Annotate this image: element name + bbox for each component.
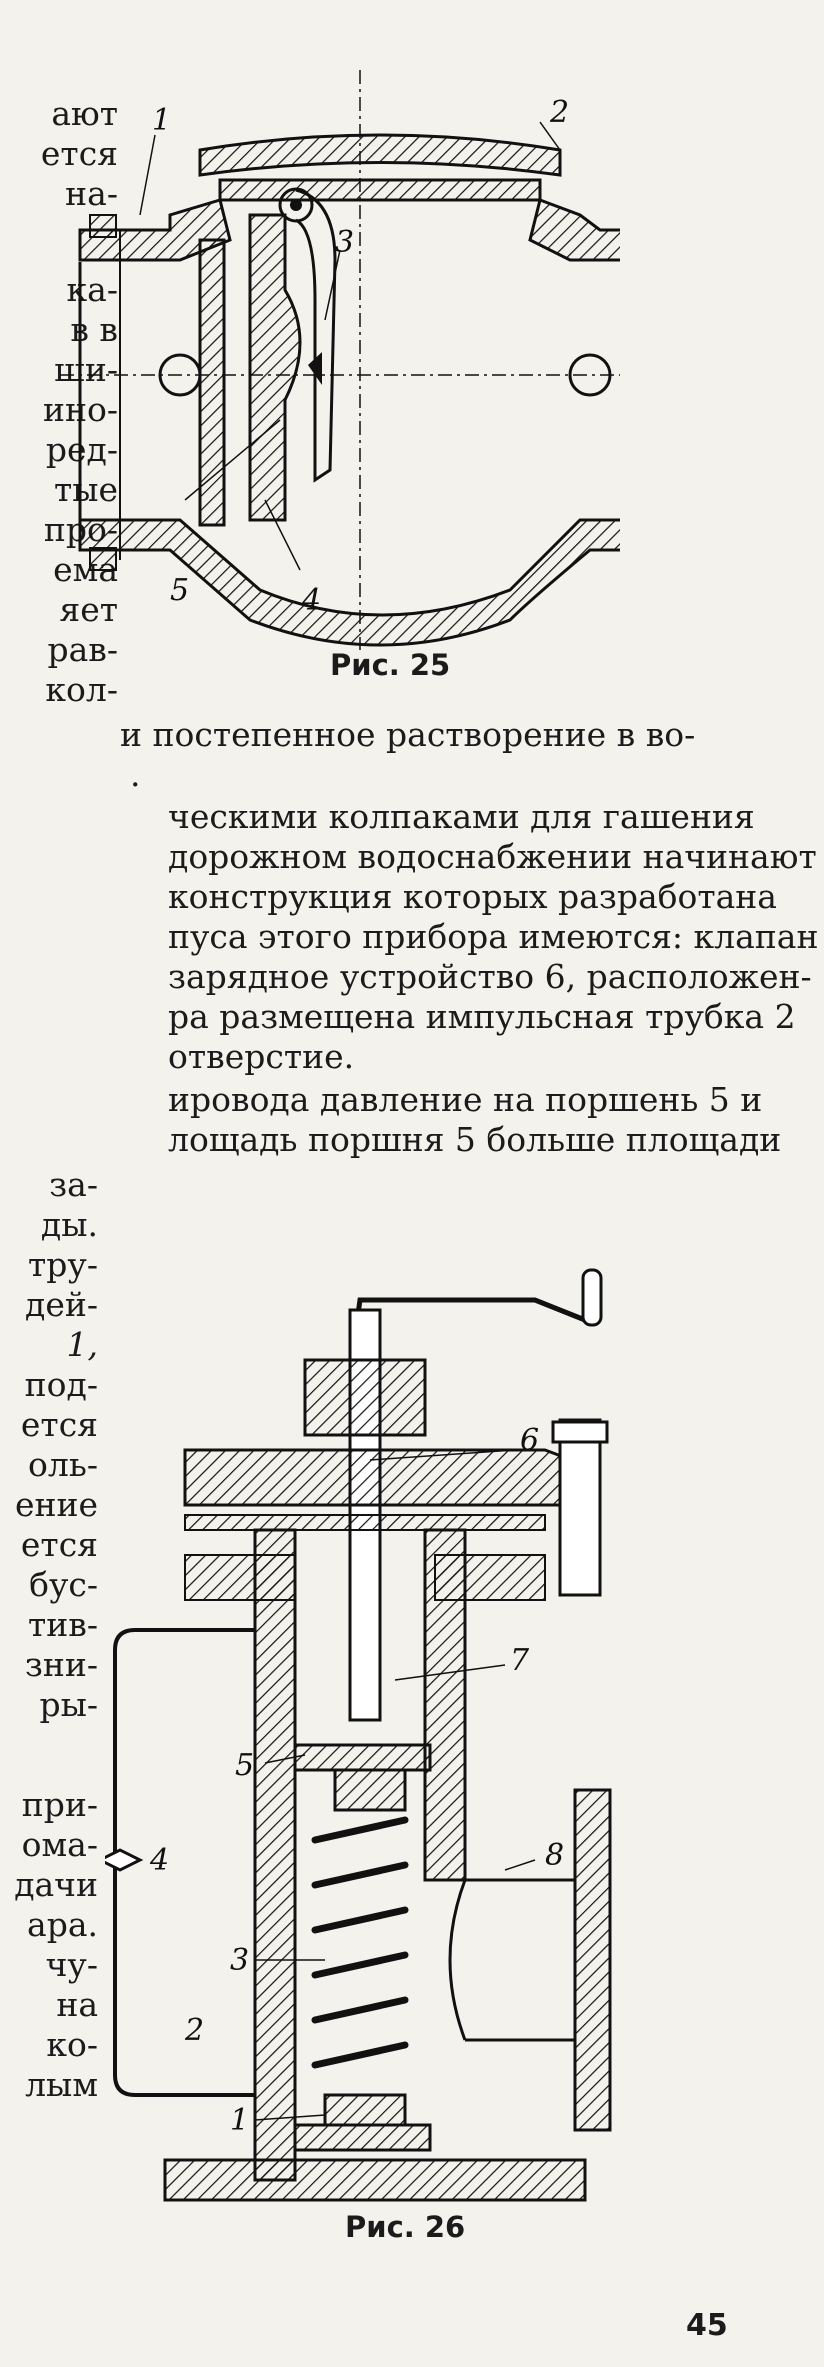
text-line: зарядное устройство 6, расположен- (168, 957, 812, 996)
text-line: лым (25, 2065, 98, 2104)
text-line: ара. (27, 1905, 98, 1944)
text-line: бус- (29, 1565, 98, 1604)
text-line: чу- (45, 1945, 98, 1984)
text-line: ется (20, 1405, 98, 1444)
text-line: зни- (24, 1645, 98, 1684)
valve-body-drawing (60, 70, 620, 650)
text-line: и постепенное растворение в во- (120, 715, 696, 754)
text-line: пуса этого прибора имеются: клапан (168, 917, 819, 956)
figure-label: 2 (549, 95, 569, 130)
text-line: оль- (28, 1445, 98, 1484)
text-line: отверстие. (168, 1037, 355, 1076)
text-line: ома- (21, 1825, 98, 1864)
text-line: ши- (54, 350, 118, 389)
figure-label: 5 (235, 1748, 254, 1783)
text-line: ется (40, 134, 118, 173)
figure-26: 6 7 5 8 4 3 2 1 (105, 1268, 612, 2202)
figure-label: 7 (510, 1643, 530, 1678)
text-line: ко- (46, 2025, 98, 2064)
figure-label: 8 (545, 1838, 564, 1873)
figure-label: 4 (301, 583, 321, 618)
text-line: кол- (45, 670, 118, 709)
text-line: ред- (45, 430, 118, 469)
text-line: ческими колпаками для гашения (168, 797, 755, 836)
page-number: 45 (686, 2308, 728, 2343)
text-line: . (130, 755, 141, 794)
text-line: дачи (14, 1865, 98, 1904)
text-line: тру- (28, 1245, 98, 1284)
text-line: дей- (25, 1285, 98, 1324)
text-line: ировода давление на поршень 5 и (168, 1080, 763, 1119)
figure-label: 4 (149, 1843, 169, 1878)
figure-label: 6 (520, 1423, 539, 1458)
text-line: в в (70, 310, 118, 349)
text-line: ают (51, 94, 118, 133)
text-line: при- (21, 1785, 98, 1824)
text-line: дорожном водоснабжении начинают (168, 837, 817, 876)
text-line: на- (65, 174, 118, 213)
text-line: рав- (47, 630, 118, 669)
text-line: тые (53, 470, 118, 509)
text-line: за- (49, 1165, 98, 1204)
figure-label: 5 (170, 573, 189, 608)
text-line: ется (20, 1525, 98, 1564)
figure-25: 1 2 3 4 5 (60, 70, 620, 650)
text-line: яет (59, 590, 118, 629)
text-line: ды. (40, 1205, 98, 1244)
text-line: 1, (66, 1325, 99, 1364)
text-line: конструкция которых разработана (168, 877, 777, 916)
figure-label: 2 (184, 2013, 204, 2048)
figure-label: 3 (335, 225, 354, 260)
text-line: под- (24, 1365, 98, 1404)
figure-26-caption: Рис. 26 (345, 2210, 466, 2244)
figure-label: 1 (230, 2103, 249, 2138)
text-line: лощадь поршня 5 больше площади (168, 1120, 782, 1159)
text-line: тив- (28, 1605, 98, 1644)
pressure-damper-drawing (105, 1268, 612, 2202)
figure-label: 1 (152, 103, 171, 138)
text-line: ра размещена импульсная трубка 2 (168, 997, 796, 1036)
figure-25-caption: Рис. 25 (330, 648, 451, 682)
text-line: на (56, 1985, 98, 2024)
text-line: ры- (39, 1685, 98, 1724)
text-line: ение (14, 1485, 98, 1524)
text-line: ка- (66, 270, 118, 309)
figure-label: 3 (230, 1943, 249, 1978)
